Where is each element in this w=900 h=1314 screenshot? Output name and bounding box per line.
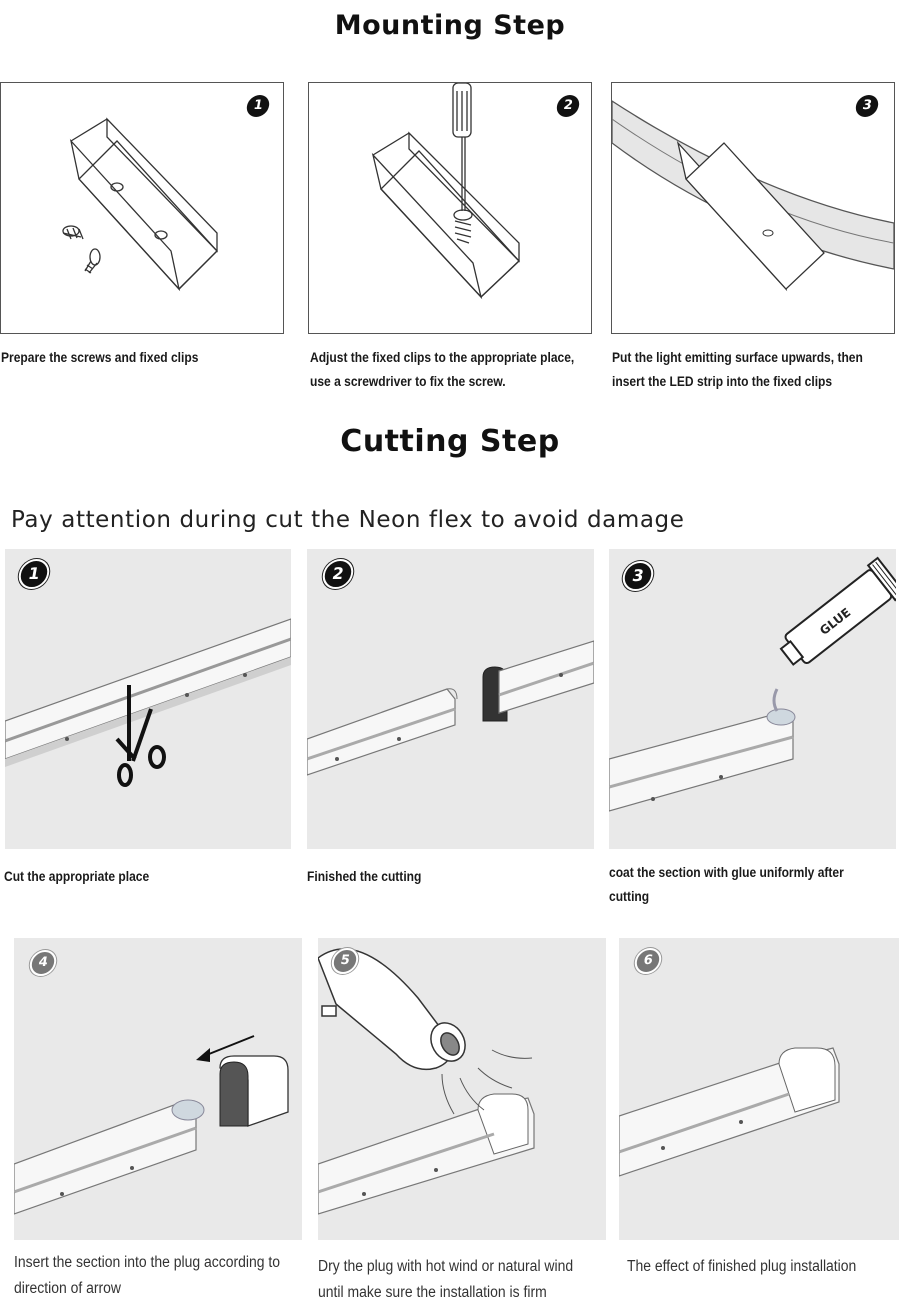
scissors-cut-illustration (5, 618, 291, 787)
cutting-panel-1: 1 (5, 549, 291, 849)
cutting-panel-5: 5 (318, 938, 606, 1240)
cutting-caption-4: Insert the section into the plug accordi… (14, 1254, 280, 1297)
cutting-panel-3: GLUE 3 (609, 549, 896, 849)
hot-air-dry-illustration (318, 948, 535, 1215)
insert-plug-illustration (14, 1035, 289, 1215)
clip-and-screws-illustration (62, 117, 218, 292)
screwdriver-fixing-illustration (371, 83, 520, 300)
cutting-panel-4: 4 (14, 938, 302, 1240)
mounting-step-title: Mounting Step (334, 10, 566, 41)
mounting-caption-3: Put the light emitting surface upwards, … (612, 349, 863, 389)
strip-insert-illustration (612, 100, 894, 292)
cutting-caption-3: coat the section with glue uniformly aft… (609, 864, 844, 904)
mounting-caption-1: Prepare the screws and fixed clips (1, 349, 199, 365)
mounting-panel-2: 2 (308, 82, 592, 334)
cutting-caption-6: The effect of finished plug installation (627, 1258, 857, 1275)
mounting-panel-3: 3 (611, 82, 895, 334)
cutting-caption-1: Cut the appropriate place (4, 868, 150, 884)
finished-plug-illustration (619, 1047, 840, 1177)
mounting-panel-1: 1 (0, 82, 284, 334)
cutting-panel-2: 2 (307, 549, 594, 849)
cutting-step-title: Cutting Step (340, 424, 560, 459)
cutting-caption-2: Finished the cutting (307, 868, 422, 884)
finished-cut-illustration (307, 640, 594, 776)
cutting-subtitle: Pay attention during cut the Neon flex t… (11, 507, 685, 533)
cutting-caption-5: Dry the plug with hot wind or natural wi… (318, 1258, 574, 1301)
glue-coating-illustration: GLUE (609, 556, 896, 812)
mounting-caption-2: Adjust the fixed clips to the appropriat… (310, 349, 575, 389)
cutting-panel-6: 6 (619, 938, 899, 1240)
